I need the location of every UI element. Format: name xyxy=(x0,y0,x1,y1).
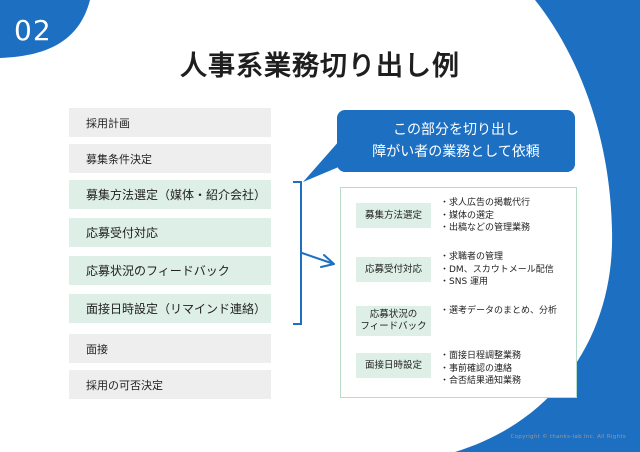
task-item: ・合否結果通知業務 xyxy=(440,376,522,386)
process-step-hiring-plan: 採用計画 xyxy=(69,108,271,137)
page-title: 人事系業務切り出し例 xyxy=(180,51,460,82)
task-category-label: 応募状況の xyxy=(369,309,418,320)
task-category-recruit-method: 募集方法選定 xyxy=(356,203,431,228)
task-list-application-intake: ・求職者の管理 ・DM、スカウトメール配信 ・SNS 運用 xyxy=(440,251,554,289)
task-item: ・求人広告の掲載代行 xyxy=(440,198,531,208)
callout-line-1: この部分を切り出し xyxy=(393,122,519,138)
callout-box: この部分を切り出し 障がい者の業務として依頼 xyxy=(337,110,575,172)
task-category-application-feedback: 応募状況の フィードバック xyxy=(356,306,431,336)
right-arrow-icon xyxy=(301,252,335,268)
task-item: ・選考データのまとめ、分析 xyxy=(440,306,558,316)
task-item: ・SNS 運用 xyxy=(440,277,489,287)
process-step-recruit-conditions: 募集条件決定 xyxy=(69,144,271,173)
task-item: ・事前確認の連絡 xyxy=(440,363,513,374)
task-item: ・求職者の管理 xyxy=(440,252,504,262)
process-step-recruit-method: 募集方法選定（媒体・紹介会社） xyxy=(69,180,271,209)
task-item: ・出稿などの管理業務 xyxy=(440,223,531,233)
process-step-hiring-decision: 採用の可否決定 xyxy=(69,370,271,399)
process-step-interview-scheduling: 面接日時設定（リマインド連絡） xyxy=(69,294,271,323)
task-item: ・媒体の選定 xyxy=(440,210,495,221)
task-category-interview-scheduling: 面接日時設定 xyxy=(356,353,431,378)
top-left-blue-shape xyxy=(0,0,90,58)
task-list-recruit-method: ・求人広告の掲載代行 ・媒体の選定 ・出稿などの管理業務 xyxy=(440,197,530,235)
task-item: ・DM、スカウトメール配信 xyxy=(440,264,554,275)
task-category-label: フィードバック xyxy=(360,321,427,332)
task-item: ・面接日程調整業務 xyxy=(440,351,522,361)
process-step-application-feedback: 応募状況のフィードバック xyxy=(69,256,271,285)
right-blue-wave xyxy=(455,0,640,452)
copyright-text: Copyright © thanks-lab Inc. All Rights xyxy=(510,434,626,440)
process-step-application-intake: 応募受付対応 xyxy=(69,218,271,247)
task-list-application-feedback: ・選考データのまとめ、分析 xyxy=(440,305,557,318)
callout-line-2: 障がい者の業務として依頼 xyxy=(372,144,540,160)
process-step-interview: 面接 xyxy=(69,334,271,363)
slide-number: 02 xyxy=(14,14,52,47)
task-category-application-intake: 応募受付対応 xyxy=(356,257,431,282)
task-list-interview-scheduling: ・面接日程調整業務 ・事前確認の連絡 ・合否結果通知業務 xyxy=(440,350,521,388)
